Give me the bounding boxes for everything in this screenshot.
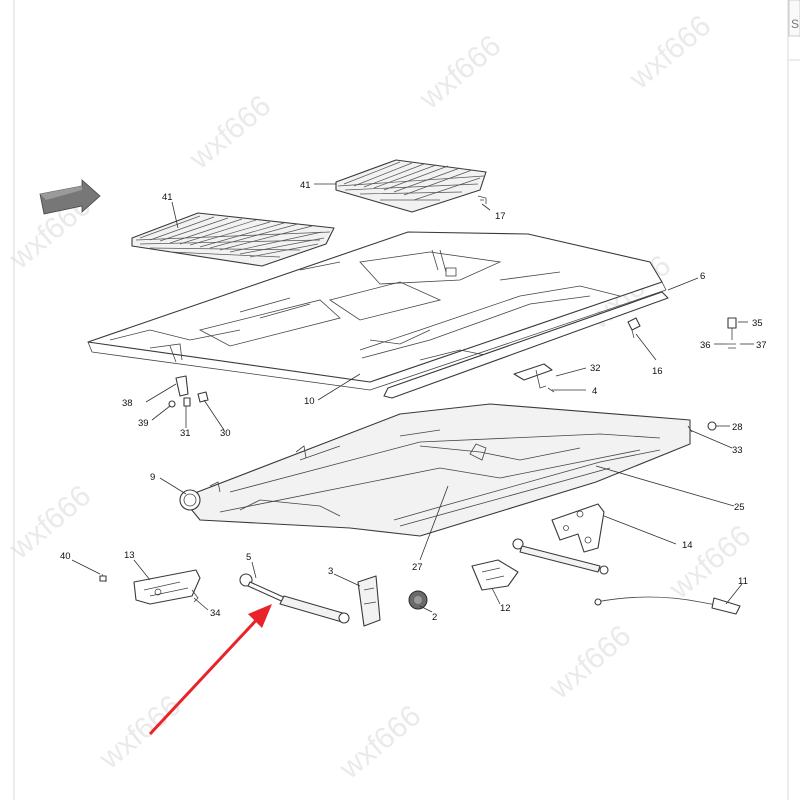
- watermark-7: wxf666: [3, 479, 98, 566]
- callout-39: 39: [138, 418, 149, 429]
- front-direction-arrow-icon: [39, 179, 101, 215]
- hood-latch-13: [133, 569, 201, 605]
- callout-28: 28: [732, 422, 743, 433]
- bracket-32: [513, 363, 553, 389]
- callout-9: 9: [150, 472, 155, 483]
- bracket-3: [357, 575, 381, 627]
- callout-2: 2: [432, 612, 437, 623]
- corner-tab: S: [788, 0, 800, 37]
- callout-41-right: 41: [300, 180, 311, 191]
- watermark-9: wxf666: [333, 699, 428, 786]
- watermark-8: wxf666: [93, 689, 188, 776]
- callout-16: 16: [652, 366, 663, 377]
- bracket-4: [547, 387, 555, 393]
- bracket-38: [175, 375, 189, 397]
- callout-41-left: 41: [162, 192, 173, 203]
- release-cable-11: [594, 596, 741, 615]
- corner-tab-text: S: [791, 17, 799, 31]
- watermark-10: wxf666: [543, 619, 638, 706]
- callout-37: 37: [756, 340, 767, 351]
- watermark-2: wxf666: [183, 89, 278, 176]
- callout-34: 34: [210, 608, 221, 619]
- watermark-3: wxf666: [413, 29, 508, 116]
- callout-4: 4: [592, 386, 597, 397]
- watermark-4: wxf666: [623, 9, 718, 96]
- clip-17: [477, 195, 487, 204]
- callout-6: 6: [700, 271, 705, 282]
- callout-17: 17: [495, 211, 506, 222]
- callout-32: 32: [590, 363, 601, 374]
- highlight-arrow: [148, 604, 272, 736]
- hood-insulator-9: [179, 403, 691, 537]
- gas-strut-5: [239, 573, 350, 624]
- gas-strut-right: [512, 538, 609, 575]
- callout-31: 31: [180, 428, 191, 439]
- vent-grille-left: [131, 212, 335, 267]
- callout-14: 14: [682, 540, 693, 551]
- clip-28: [707, 421, 717, 431]
- callout-10: 10: [304, 396, 315, 407]
- callout-27: 27: [412, 562, 423, 573]
- clip-34: [191, 589, 199, 603]
- callout-3: 3: [328, 566, 333, 577]
- callout-38: 38: [122, 398, 133, 409]
- callout-5: 5: [246, 552, 251, 563]
- weatherstrip-6: [383, 291, 669, 399]
- bolt-40: [99, 573, 107, 583]
- callout-35: 35: [752, 318, 763, 329]
- callout-13: 13: [124, 550, 135, 561]
- bolt-35: [727, 317, 737, 340]
- bump-stop-16: [627, 317, 641, 339]
- hood-hinge-14: [551, 503, 605, 553]
- nut-36-37: [726, 343, 736, 349]
- callout-33: 33: [732, 445, 743, 456]
- bumper-2: [408, 590, 428, 610]
- callout-36: 36: [700, 340, 711, 351]
- callout-labels: 41 41 17 6 35 36 37 16 32 4 10 38 39 31 …: [60, 180, 767, 623]
- watermark-layer: wxf666 wxf666 wxf666 wxf666 wxf666 wxf66…: [3, 9, 758, 786]
- callout-30: 30: [220, 428, 231, 439]
- callout-11: 11: [738, 576, 748, 587]
- clip-39: [168, 400, 176, 408]
- leader-lines: [71, 183, 754, 613]
- callout-40: 40: [60, 551, 71, 562]
- bracket-12: [471, 559, 519, 591]
- callout-25: 25: [734, 502, 745, 513]
- fastener-31: [183, 397, 191, 407]
- fastener-30: [197, 391, 209, 403]
- vent-grille-right: [335, 159, 487, 213]
- watermark-11: wxf666: [663, 519, 758, 606]
- callout-12: 12: [500, 603, 511, 614]
- hood-outer-panel: [87, 231, 667, 391]
